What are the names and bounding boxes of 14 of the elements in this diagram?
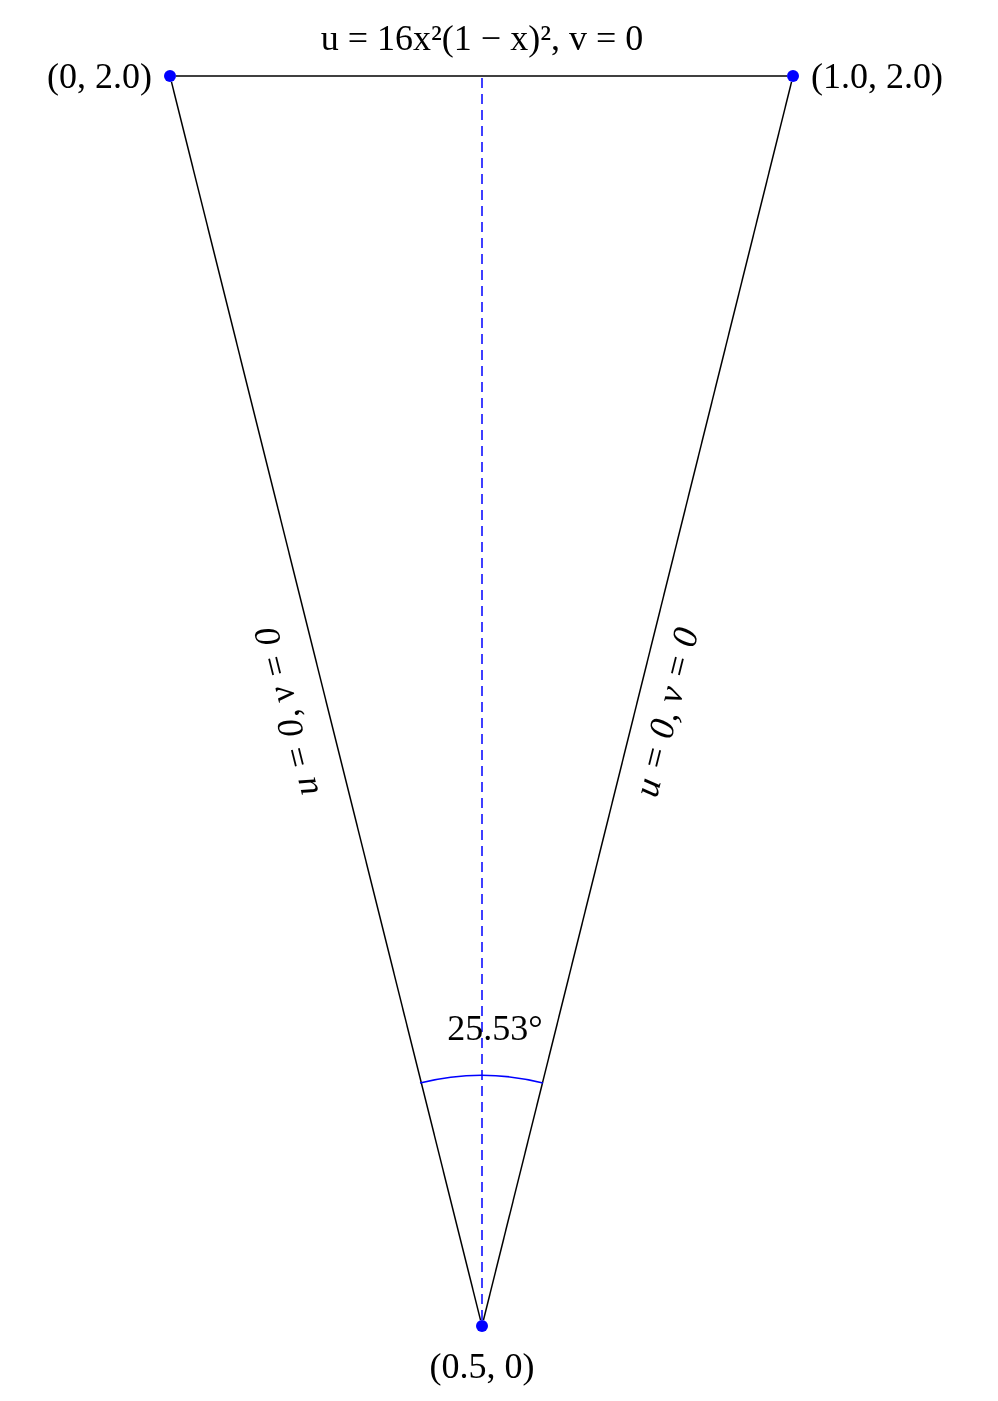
boundary-line	[482, 81, 793, 1321]
coordinate-label: (0.5, 0)	[429, 1348, 535, 1384]
boundary-line	[170, 81, 482, 1321]
point-dot	[164, 70, 176, 82]
coordinate-label: (1.0, 2.0)	[811, 58, 943, 94]
point-dot	[787, 70, 799, 82]
angle-label: 25.53°	[447, 1010, 543, 1046]
coordinate-label: (0, 2.0)	[47, 58, 152, 94]
point-dot	[476, 1320, 488, 1332]
boundary-line	[175, 75, 788, 77]
dashed-line	[481, 75, 483, 1321]
edge-label: u = 16x²(1 − x)², v = 0	[320, 20, 644, 56]
edge-label: u = 0, v = 0	[627, 623, 705, 801]
edge-label: u = 0, v = 0	[247, 623, 325, 801]
